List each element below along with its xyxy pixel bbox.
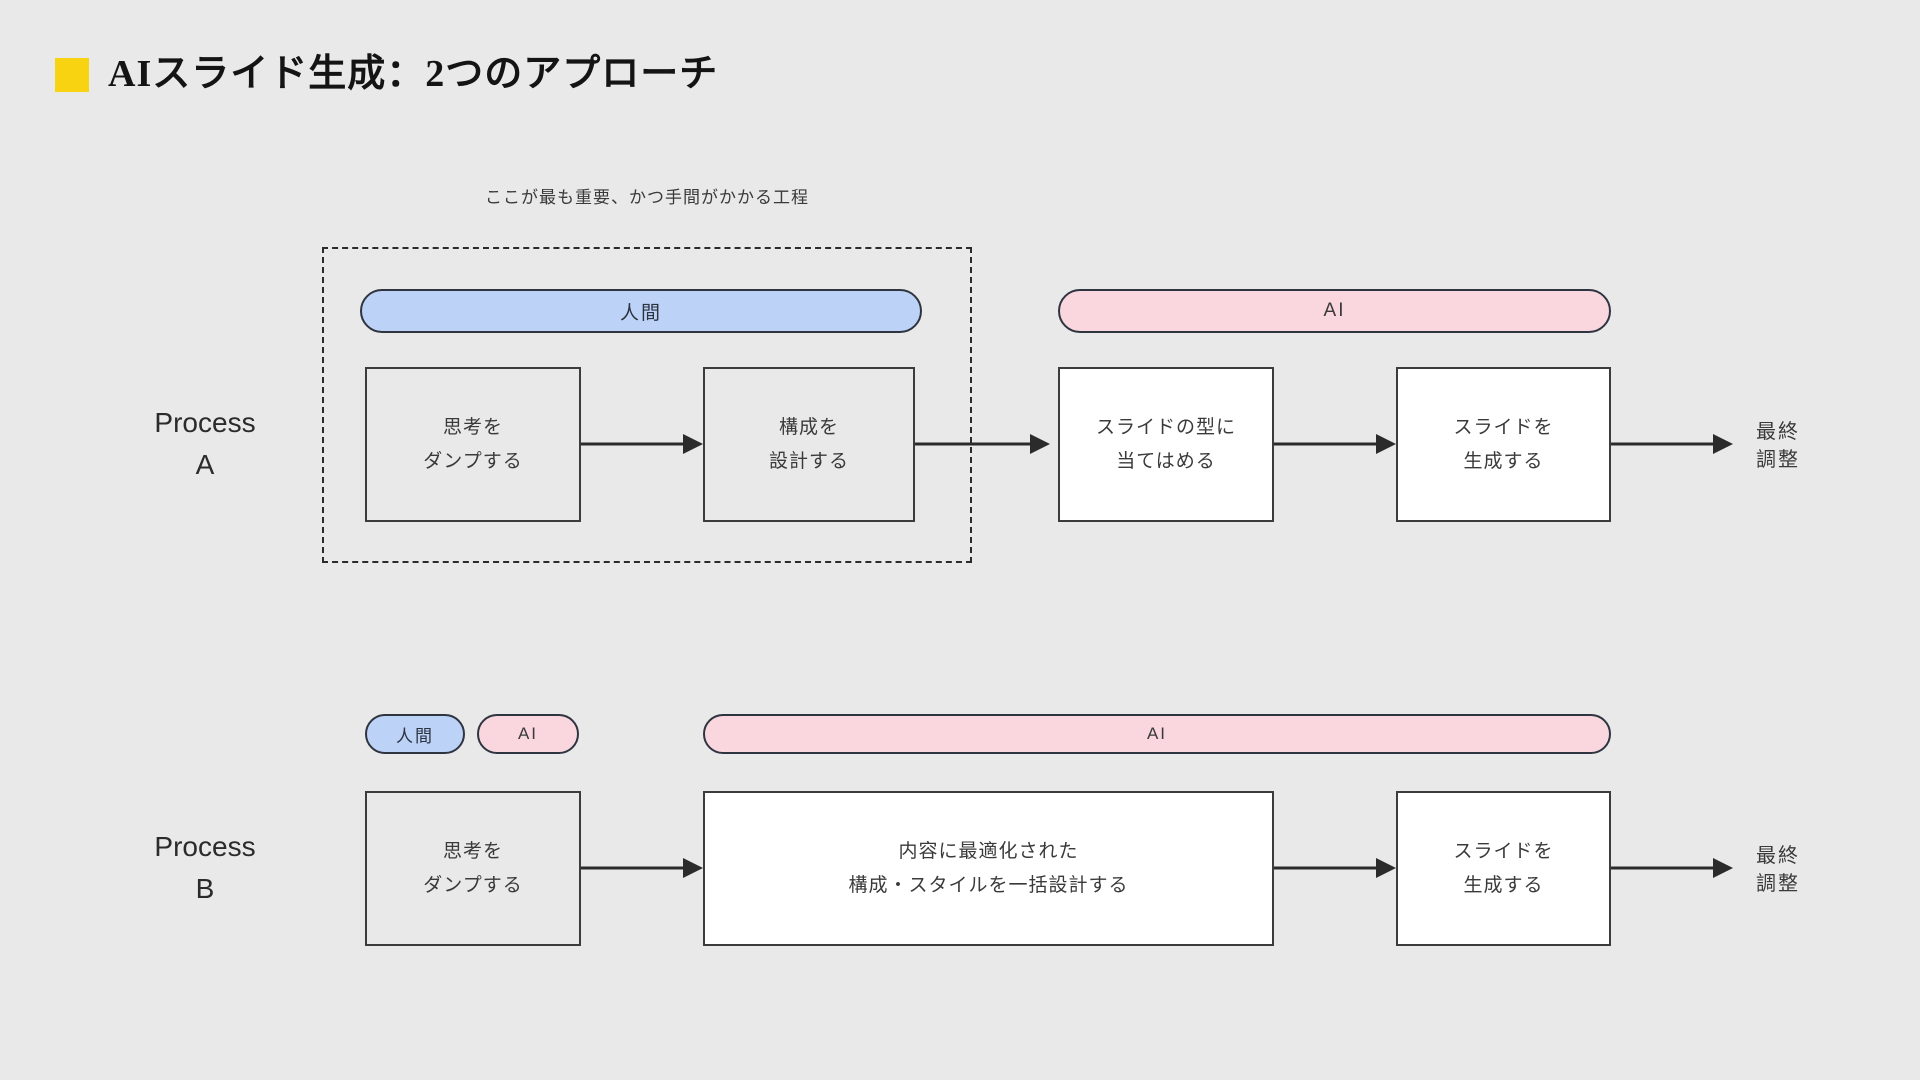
process-b-arrow-1 — [581, 857, 703, 879]
step-label-line: 当てはめる — [1116, 450, 1216, 472]
process-b-human-pill-label: 人間 — [396, 726, 434, 746]
arrow-shaft — [1274, 442, 1380, 446]
process-b-step-dump-thoughts: 思考を ダンプする — [365, 791, 581, 946]
process-b-step-generate-slides: スライドを 生成する — [1396, 791, 1611, 946]
slide-title: AIスライド生成：2つのアプローチ — [108, 53, 719, 95]
step-label-line: 構成・スタイルを一括設計する — [848, 874, 1129, 896]
arrow-head-icon — [1376, 858, 1396, 878]
arrow-head-icon — [1713, 434, 1733, 454]
process-b-ai-pill-small-label: AI — [517, 724, 539, 743]
process-b-final-adjustment: 最終 調整 — [1722, 842, 1834, 898]
final-label-line: 調整 — [1756, 873, 1800, 895]
process-a-arrow-3 — [1274, 433, 1396, 455]
annotation-text: ここが最も重要、かつ手間がかかる工程 — [485, 188, 809, 207]
process-a-final-adjustment: 最終 調整 — [1722, 418, 1834, 474]
step-label-line: 生成する — [1463, 874, 1544, 896]
arrow-head-icon — [1376, 434, 1396, 454]
step-label-line: 構成を — [778, 417, 839, 439]
step-label-line: スライドを — [1453, 841, 1554, 863]
process-b-label-line1: Process — [154, 831, 256, 862]
final-label-line: 最終 — [1756, 421, 1800, 443]
process-a-arrow-1 — [581, 433, 703, 455]
process-a-label: Process A — [120, 402, 290, 486]
process-a-human-pill-label: 人間 — [619, 302, 662, 324]
process-b-ai-pill-wide-label: AI — [1146, 724, 1168, 743]
arrow-head-icon — [683, 858, 703, 878]
process-b-step-batch-design: 内容に最適化された 構成・スタイルを一括設計する — [703, 791, 1274, 946]
process-b-arrow-3 — [1611, 857, 1733, 879]
process-a-ai-pill-label: AI — [1323, 300, 1346, 321]
arrow-head-icon — [1030, 434, 1050, 454]
process-a-step-design-structure: 構成を 設計する — [703, 367, 915, 522]
step-label-line: ダンプする — [423, 874, 523, 896]
step-label-line: スライドを — [1453, 417, 1554, 439]
arrow-head-icon — [1713, 858, 1733, 878]
final-label-line: 最終 — [1756, 845, 1800, 867]
arrow-head-icon — [683, 434, 703, 454]
arrow-shaft — [1611, 442, 1717, 446]
title-bullet-square — [55, 58, 89, 92]
process-a-ai-pill: AI — [1058, 289, 1611, 333]
step-label-line: 設計する — [768, 450, 849, 472]
process-a-human-pill: 人間 — [360, 289, 922, 333]
arrow-shaft — [581, 866, 687, 870]
arrow-shaft — [1274, 866, 1380, 870]
step-label-line: 思考を — [442, 841, 503, 863]
step-label-line: 生成する — [1463, 450, 1544, 472]
process-a-step-fit-template: スライドの型に 当てはめる — [1058, 367, 1274, 522]
process-a-step-dump-thoughts: 思考を ダンプする — [365, 367, 581, 522]
process-a-label-line1: Process — [154, 407, 256, 438]
process-b-label-line2: B — [195, 873, 215, 904]
process-a-step-generate-slides: スライドを 生成する — [1396, 367, 1611, 522]
arrow-shaft — [915, 442, 1034, 446]
process-a-label-line2: A — [195, 449, 215, 480]
arrow-shaft — [1611, 866, 1717, 870]
process-b-ai-pill-wide: AI — [703, 714, 1611, 754]
process-b-label: Process B — [120, 826, 290, 910]
process-a-arrow-2 — [915, 433, 1050, 455]
arrow-shaft — [581, 442, 687, 446]
step-label-line: 内容に最適化された — [898, 841, 1079, 863]
process-b-ai-pill-small: AI — [477, 714, 579, 754]
step-label-line: 思考を — [442, 417, 503, 439]
process-a-arrow-4 — [1611, 433, 1733, 455]
step-label-line: ダンプする — [423, 450, 523, 472]
final-label-line: 調整 — [1756, 449, 1800, 471]
step-label-line: スライドの型に — [1095, 417, 1236, 439]
process-b-arrow-2 — [1274, 857, 1396, 879]
process-b-human-pill: 人間 — [365, 714, 465, 754]
important-phase-dashed-outline — [322, 247, 972, 563]
